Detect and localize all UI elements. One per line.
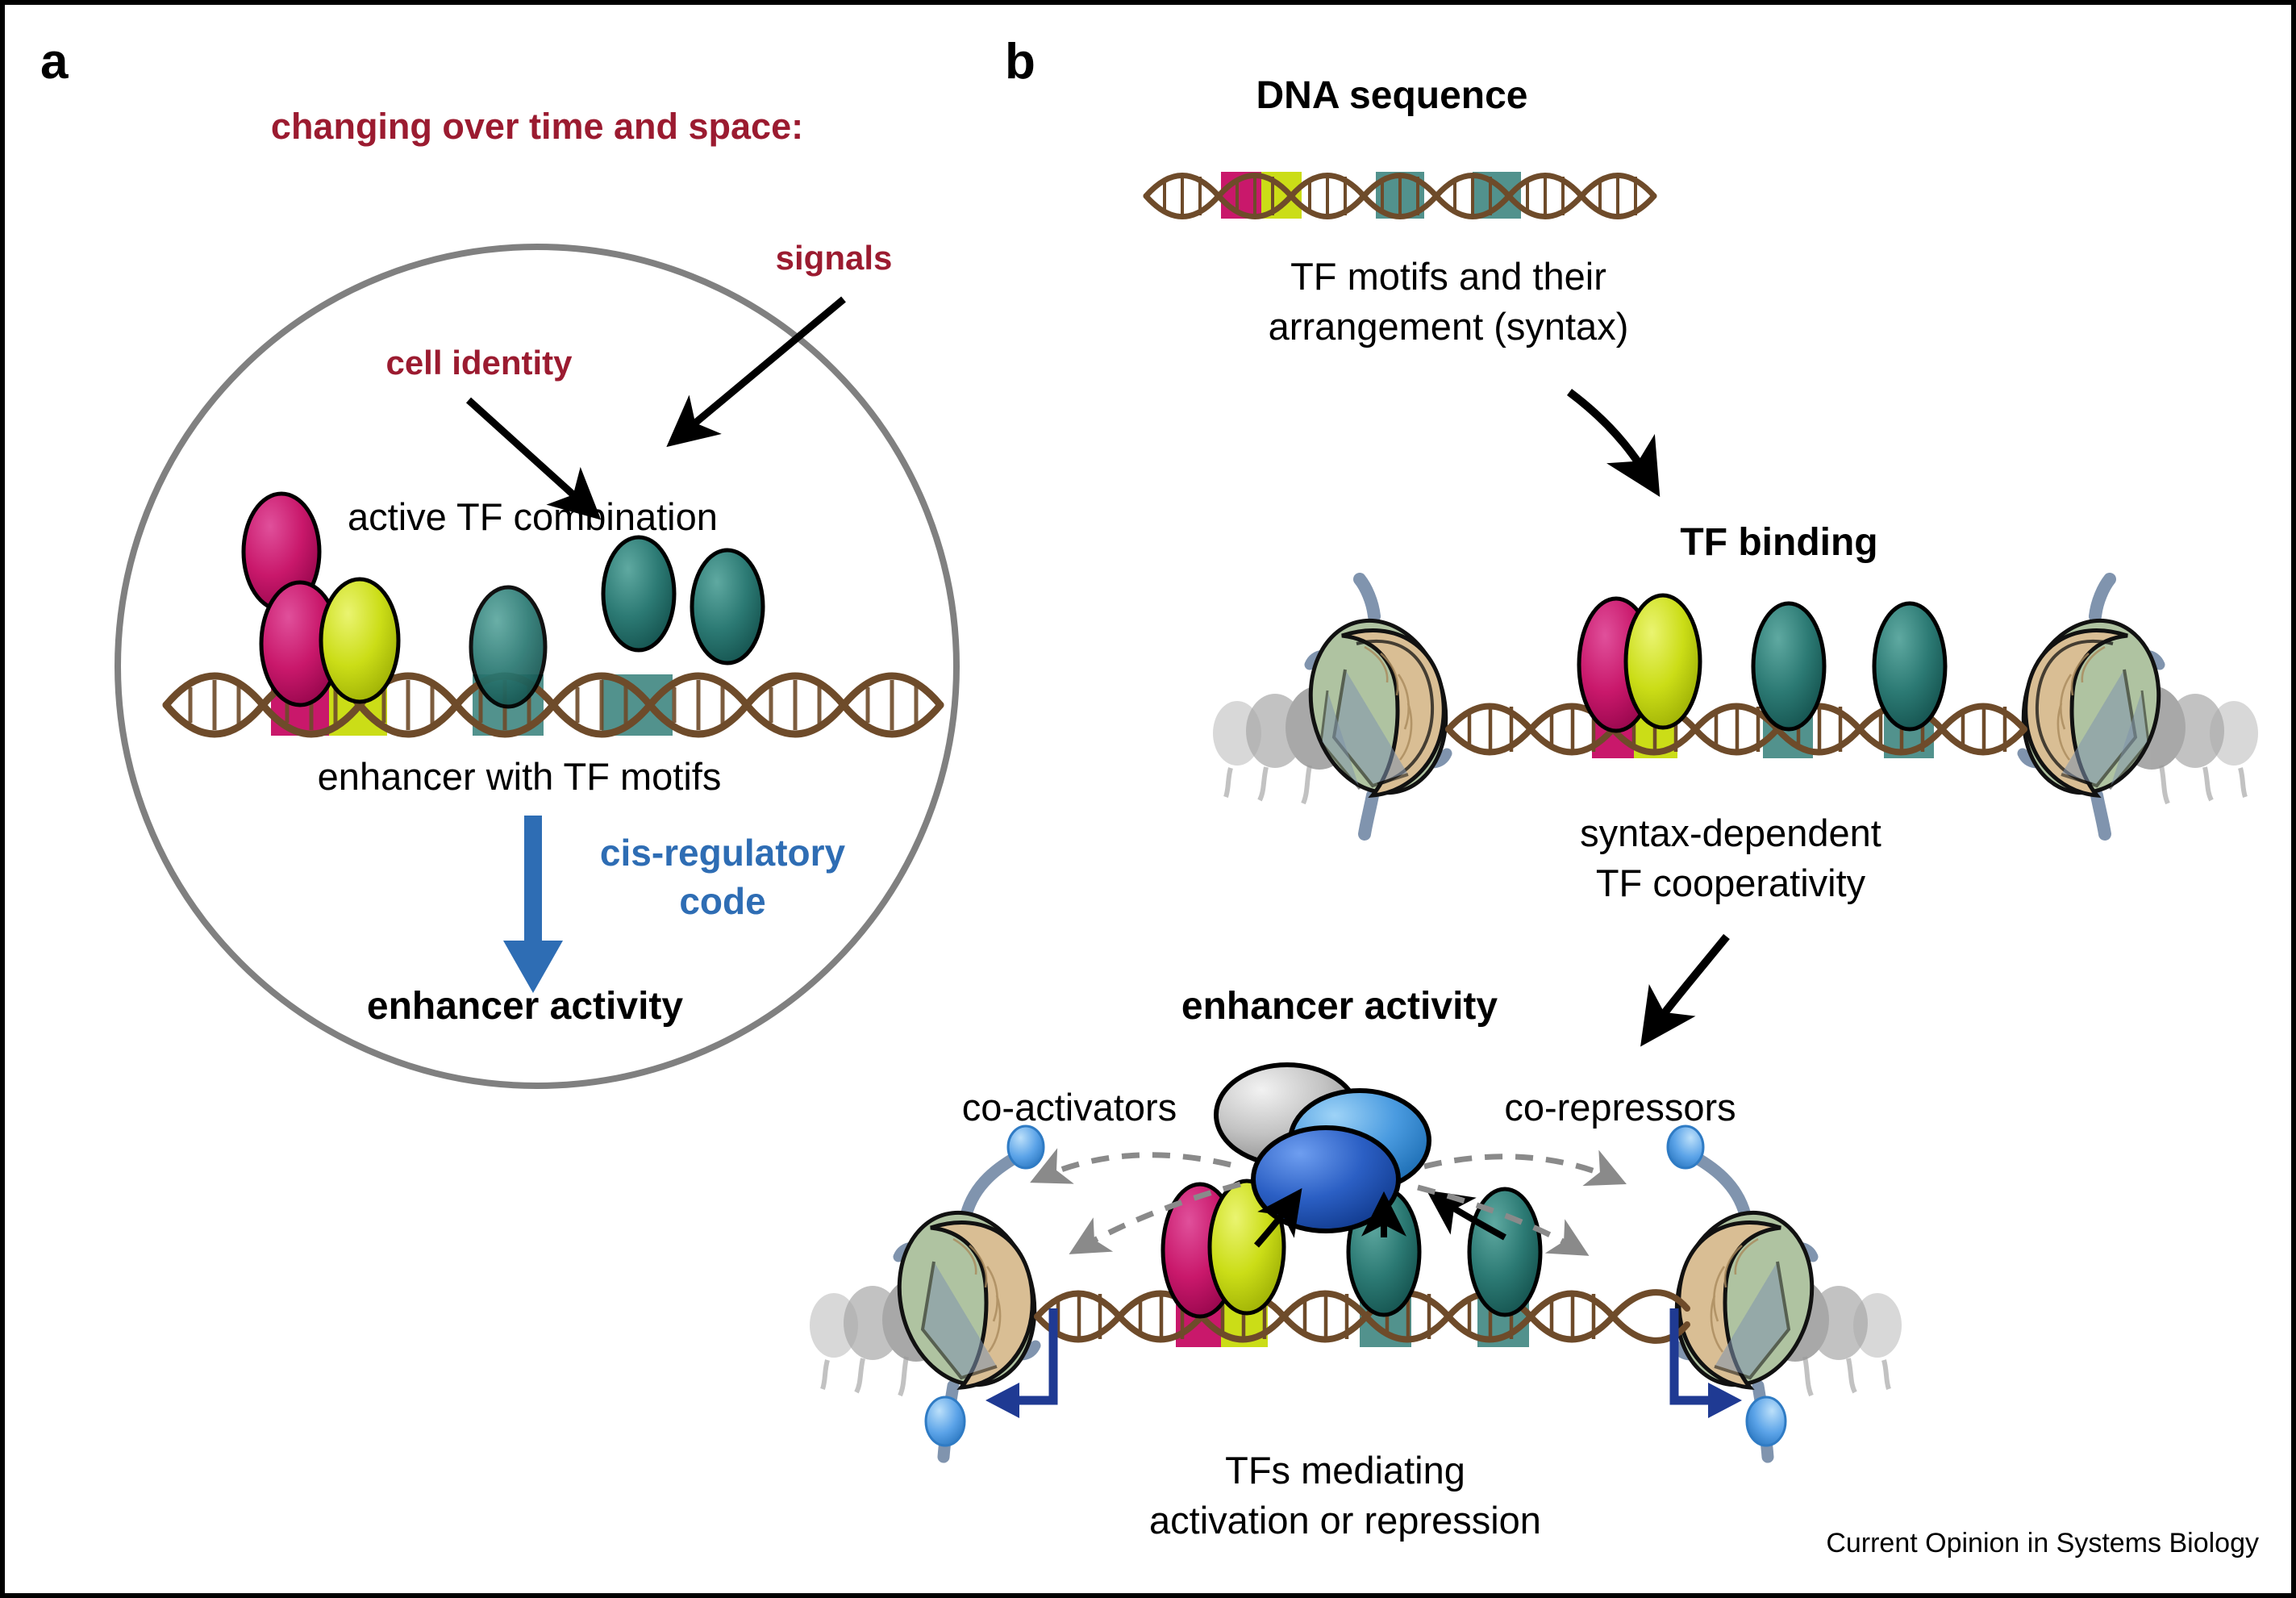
tf-motifs-caption-line1: TF motifs and their: [1290, 255, 1606, 298]
cis-regulatory-arrow: [503, 816, 563, 993]
co-activators-label: co-activators: [961, 1086, 1177, 1129]
tf-binding-assembly: [1213, 573, 2258, 841]
transcription-arrowhead-left: [985, 1383, 1019, 1418]
tf-motifs-caption-line2: arrangement (syntax): [1268, 305, 1629, 348]
tf-binding-title: TF binding: [1680, 521, 1878, 564]
signals-label: signals: [775, 239, 893, 277]
journal-footer: Current Opinion in Systems Biology: [1826, 1528, 2259, 1558]
tf-oval: [1467, 1187, 1543, 1317]
nucleosome-left-bottom: [893, 1124, 1045, 1463]
nucleosome-right-bottom: [1666, 1124, 1819, 1463]
panel-a-output-label: enhancer activity: [366, 985, 684, 1028]
tf-oval: [1751, 601, 1827, 732]
cis-regulatory-code-line1: cis-regulatory: [599, 832, 846, 874]
enhancer-activity-title: enhancer activity: [1181, 985, 1498, 1028]
cell-outline: [115, 244, 960, 1089]
nucleosome-left: [1304, 573, 1452, 841]
motif-box: [602, 674, 673, 736]
panel-b-letter: b: [1005, 34, 1035, 90]
mediator-blob-blue: [1251, 1125, 1401, 1233]
nucleosome-right: [2017, 573, 2165, 841]
tf-oval: [1872, 601, 1948, 732]
transcription-arrows: [1015, 1308, 1713, 1405]
ptm-mark: [924, 1396, 966, 1447]
panel-a-enhancer: [162, 535, 944, 738]
panel-a-heading: changing over time and space:: [270, 106, 804, 147]
tf-oval: [690, 548, 765, 665]
tf-oval: [469, 585, 548, 709]
tf-oval: [601, 535, 677, 653]
tfs-mediating-caption-line2: activation or repression: [1149, 1499, 1541, 1542]
ptm-mark: [1006, 1124, 1045, 1170]
step2-to-step3-arrow: [1640, 933, 1730, 1047]
tf-oval: [1623, 593, 1702, 730]
cell-identity-arrow: [465, 397, 602, 520]
enhancer-motifs-label: enhancer with TF motifs: [317, 755, 722, 798]
dna-sequence-strip: [1143, 172, 1657, 219]
panel-a-letter: a: [40, 34, 68, 90]
cooperativity-caption-line2: TF cooperativity: [1595, 862, 1866, 904]
enhancer-activity-assembly: [810, 1062, 1902, 1463]
active-tf-label: active TF combination: [348, 495, 718, 538]
co-repressors-label: co-repressors: [1504, 1086, 1736, 1129]
tf-oval: [319, 577, 401, 704]
cis-regulatory-code-line2: code: [679, 880, 766, 922]
ptm-mark: [1745, 1396, 1787, 1447]
mediator-dashed-arrows: [1030, 1148, 1627, 1256]
cooperativity-caption-line1: syntax-dependent: [1580, 812, 1881, 854]
cell-identity-label: cell identity: [385, 344, 573, 382]
tfs-mediating-caption-line1: TFs mediating: [1225, 1449, 1465, 1492]
transcription-arrowhead-right: [1708, 1383, 1742, 1418]
dna-sequence-title: DNA sequence: [1256, 74, 1528, 117]
signals-arrow: [666, 296, 846, 448]
step1-to-step2-arrow: [1566, 389, 1661, 497]
ptm-mark: [1666, 1124, 1705, 1170]
tf-to-mediator-arrows: [1253, 1187, 1506, 1248]
